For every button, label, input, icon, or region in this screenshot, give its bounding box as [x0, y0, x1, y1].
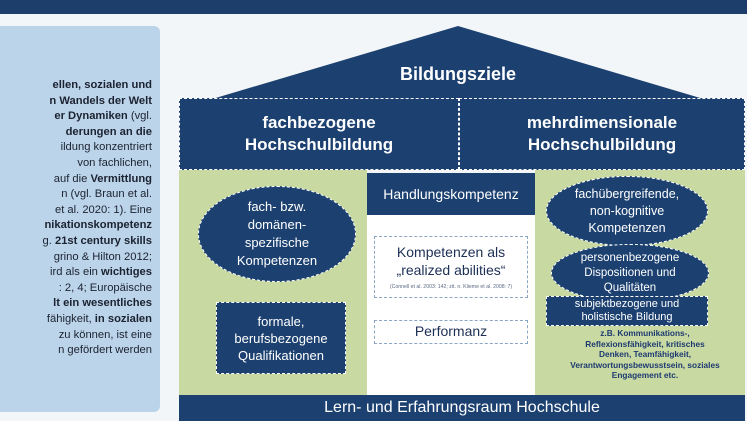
- left-text-segment: wichtiges: [101, 266, 152, 279]
- left-text-line: nikationskompetenz: [0, 218, 152, 234]
- center-head: Handlungskompetenz: [367, 173, 535, 215]
- left-text-segment: auf die: [53, 172, 91, 185]
- left-text-segment: in sozialen: [94, 312, 152, 325]
- left-text-segment: ildung konzentriert: [60, 141, 152, 154]
- center-box-citation: (Connell et al. 2003: 142; zit. n. Kliem…: [389, 284, 513, 290]
- left-text-line: er Dynamiken (vgl.: [0, 109, 152, 125]
- right-rect-holistic: subjektbezogene und holistische Bildung: [546, 296, 708, 326]
- left-text-segment: et al. 2020: 1). Eine: [54, 203, 152, 216]
- beam-mehrdimensionale: mehrdimensionale Hochschulbildung: [459, 98, 745, 170]
- left-text-segment: grino & Hilton 2012;: [53, 250, 152, 263]
- left-text-line: fähigkeit, in sozialen: [0, 312, 152, 328]
- left-text-line: derungen an die: [0, 125, 152, 141]
- left-text-line: ird als ein wichtiges: [0, 265, 152, 281]
- left-text-segment: er Dynamiken: [54, 110, 128, 123]
- right-ellipse-dispositions: personenbezogene Dispositionen und Quali…: [551, 244, 709, 302]
- base-bar: Lern- und Erfahrungsraum Hochschule: [179, 395, 745, 421]
- left-text-segment: derungen an die: [65, 125, 152, 138]
- left-text-segment: nikationskompetenz: [44, 219, 152, 232]
- center-competence-box: Kompetenzen als „realized abilities“ (Co…: [374, 236, 528, 298]
- left-text-segment: ird als ein: [50, 266, 102, 279]
- left-text-line: ellen, sozialen und: [0, 78, 152, 94]
- left-text: ellen, sozialen und n Wandels der Welt er …: [0, 78, 152, 359]
- left-text-line: n (vgl. Braun et al.: [0, 187, 152, 203]
- left-text-line: n gefördert werden: [0, 343, 152, 359]
- center-performance-box: Performanz: [374, 320, 528, 344]
- left-text-segment: (vgl.: [127, 110, 152, 123]
- left-text-line: : 2, 4; Europäische: [0, 281, 152, 297]
- left-text-line: et al. 2020: 1). Eine: [0, 203, 152, 219]
- left-text-segment: zu können, ist eine: [58, 328, 152, 341]
- left-text-line: grino & Hilton 2012;: [0, 250, 152, 266]
- left-text-segment: von fachlichen,: [77, 156, 152, 169]
- left-ellipse-domain-competence: fach- bzw. domänen- spezifische Kompeten…: [198, 186, 356, 282]
- left-text-segment: 21st century skills: [54, 234, 152, 247]
- left-text-segment: n (vgl. Braun et al.: [61, 188, 152, 201]
- top-bar: [0, 0, 747, 14]
- left-text-segment: n Wandels der Welt: [49, 94, 152, 107]
- left-text-segment: n gefördert werden: [58, 344, 152, 357]
- left-text-line: von fachlichen,: [0, 156, 152, 172]
- center-box-title: Kompetenzen als „realized abilities“: [396, 244, 506, 278]
- left-text-segment: fähigkeit,: [46, 312, 95, 325]
- left-text-line: zu können, ist eine: [0, 328, 152, 344]
- left-text-line: ildung konzentriert: [0, 140, 152, 156]
- left-text-segment: lt ein wesentliches: [53, 297, 152, 310]
- right-examples-text: z.B. Kommunikations-, Reflexionsfähigkei…: [570, 328, 720, 381]
- left-text-line: n Wandels der Welt: [0, 94, 152, 110]
- diagram-house: Bildungsziele fachbezogene Hochschulbild…: [160, 14, 747, 421]
- roof-title: Bildungsziele: [399, 64, 516, 84]
- roof-shape: [182, 26, 734, 108]
- left-text-line: auf die Vermittlung: [0, 172, 152, 188]
- left-text-line: lt ein wesentliches: [0, 296, 152, 312]
- left-text-panel: ellen, sozialen und n Wandels der Welt er …: [0, 26, 160, 412]
- left-rect-qualifications: formale, berufsbezogene Qualifikationen: [216, 302, 346, 374]
- beam-fachbezogene: fachbezogene Hochschulbildung: [179, 98, 459, 170]
- right-ellipse-nonc cognitive: fachübergreifende, non-kognitive Kompete…: [546, 176, 708, 246]
- left-text-segment: g.: [42, 234, 55, 247]
- left-text-line: g. 21st century skills: [0, 234, 152, 250]
- left-text-segment: : 2, 4; Europäische: [58, 281, 152, 294]
- left-text-segment: Vermittlung: [90, 172, 152, 185]
- left-text-segment: ellen, sozialen und: [52, 79, 152, 91]
